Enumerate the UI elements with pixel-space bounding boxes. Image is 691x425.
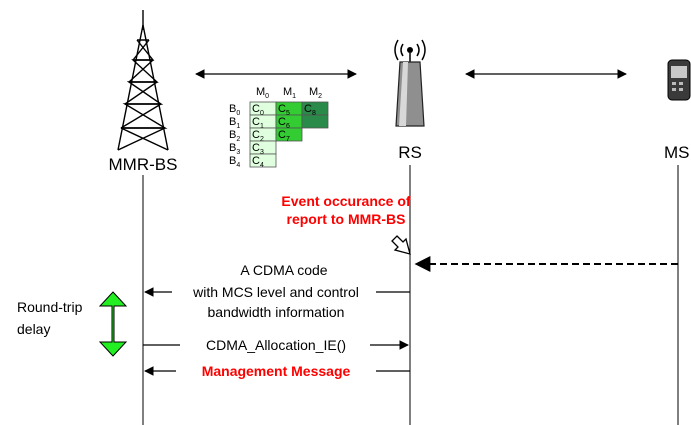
matrix-header: M0 M1 M2	[256, 86, 322, 100]
m2-label: M	[309, 86, 318, 98]
msg-management: Management Message	[202, 363, 351, 379]
svg-text:C7: C7	[278, 129, 290, 143]
b2-label: B2	[229, 129, 240, 143]
matrix-row-labels: B0 B1 B2 B3 B4	[229, 103, 240, 169]
svg-text:C0: C0	[252, 103, 264, 117]
matrix-cell-c7	[275, 127, 303, 142]
ms-label: MS	[664, 143, 690, 162]
svg-text:M1: M1	[283, 86, 296, 100]
svg-text:C5: C5	[278, 103, 290, 117]
event-occurance-text: Event occurance of	[281, 193, 410, 209]
matrix-cell-c9	[301, 114, 329, 129]
msg-cdma-code-line2: with MCS level and control	[192, 284, 359, 300]
msg-cdma-code-line3: bandwidth information	[208, 304, 345, 320]
ms-phone-icon	[667, 59, 691, 101]
svg-text:C2: C2	[252, 129, 264, 143]
svg-text:C1: C1	[252, 116, 264, 130]
event-report-text: report to MMR-BS	[287, 211, 406, 227]
b4-label: B4	[229, 155, 240, 169]
svg-text:M0: M0	[256, 86, 269, 100]
b0-label: B0	[229, 103, 240, 117]
rs-label: RS	[398, 143, 422, 162]
matrix-cell-c4	[249, 153, 277, 168]
m1-label: M	[283, 86, 292, 98]
rs-antenna-icon	[394, 39, 426, 127]
m0-label: M	[256, 86, 265, 98]
rtt-label-line1: Round-trip	[17, 299, 83, 315]
svg-text:C4: C4	[252, 155, 264, 169]
bs-tower-icon	[117, 10, 169, 151]
svg-text:C8: C8	[304, 103, 316, 117]
msg-cdma-allocation: CDMA_Allocation_IE()	[206, 337, 346, 353]
matrix-cells	[249, 101, 329, 168]
b3-label: B3	[229, 142, 240, 156]
matrix-cell-labels: C0 C5 C8 C1 C6 C2 C7 C3 C4	[252, 103, 316, 169]
svg-text:M2: M2	[309, 86, 322, 100]
msg-cdma-code-line1: A CDMA code	[240, 262, 327, 278]
event-pointer-icon	[391, 235, 411, 255]
svg-text:C6: C6	[278, 116, 290, 130]
bs-label: MMR-BS	[109, 155, 178, 174]
svg-text:C3: C3	[252, 142, 264, 156]
b1-label: B1	[229, 116, 240, 130]
round-trip-arrow	[98, 291, 128, 357]
rtt-label-line2: delay	[17, 321, 50, 337]
